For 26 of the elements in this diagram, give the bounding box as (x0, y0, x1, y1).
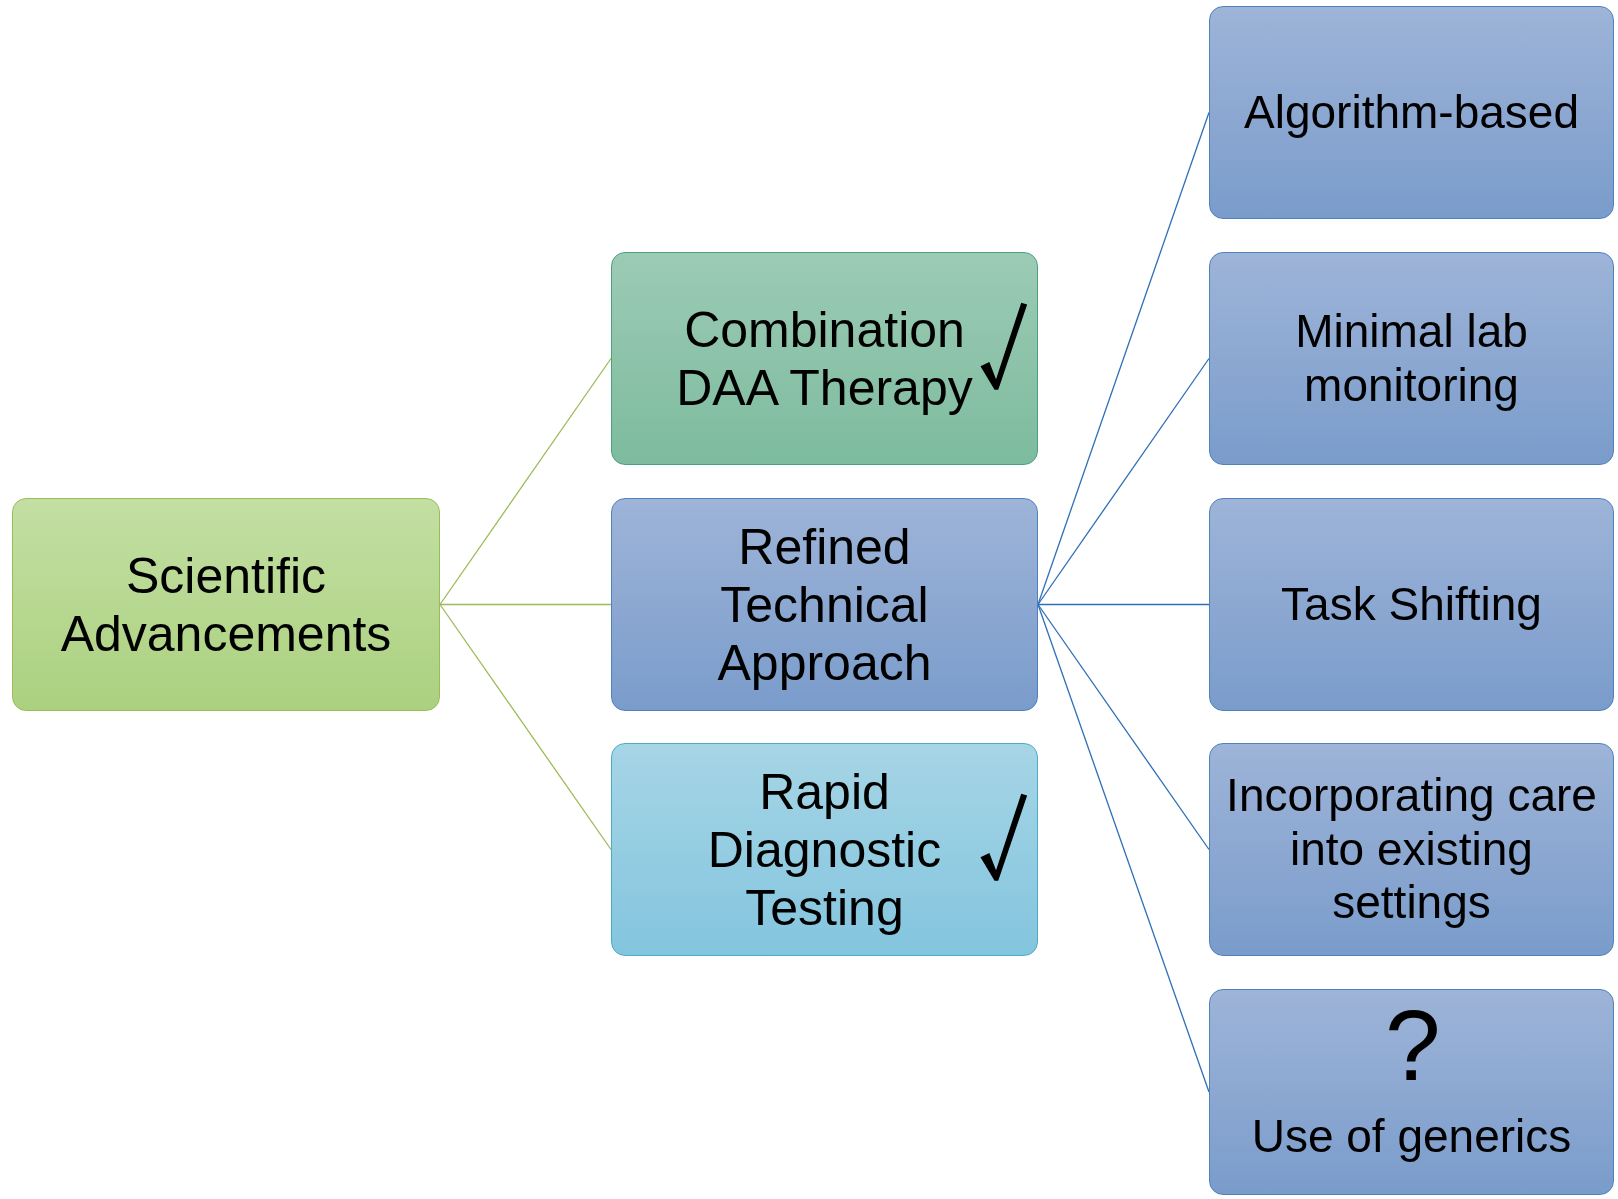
box-label: Use of generics (1251, 1110, 1572, 1164)
connector-line (439, 603, 612, 606)
connector-line (439, 603, 612, 851)
question-mark: ? (1385, 995, 1441, 1095)
box-label: Refined Technical Approach (716, 517, 933, 692)
topic-box (611, 252, 1038, 465)
box-label: Minimal lab monitoring (1294, 305, 1529, 412)
connector-line (1037, 603, 1210, 851)
topic-box (1209, 252, 1614, 465)
topic-box (1209, 743, 1614, 956)
topic-box (611, 498, 1038, 711)
box-label: Scientific Advancements (59, 546, 393, 663)
topic-box (611, 743, 1038, 956)
connector-line (1037, 603, 1210, 1093)
connector-line (439, 357, 612, 606)
box-label: Algorithm-based (1244, 85, 1579, 140)
box-label: Rapid Diagnostic Testing (706, 762, 943, 937)
topic-box (12, 498, 440, 711)
connector-line (1037, 603, 1210, 606)
connector-line (1037, 357, 1210, 606)
box-label: Task Shifting (1281, 577, 1542, 632)
topic-box (1209, 6, 1614, 219)
box-label: Incorporating care into existing settings (1225, 769, 1598, 930)
topic-box (1209, 989, 1614, 1195)
topic-box (1209, 498, 1614, 711)
box-label: Combination DAA Therapy (675, 300, 974, 417)
